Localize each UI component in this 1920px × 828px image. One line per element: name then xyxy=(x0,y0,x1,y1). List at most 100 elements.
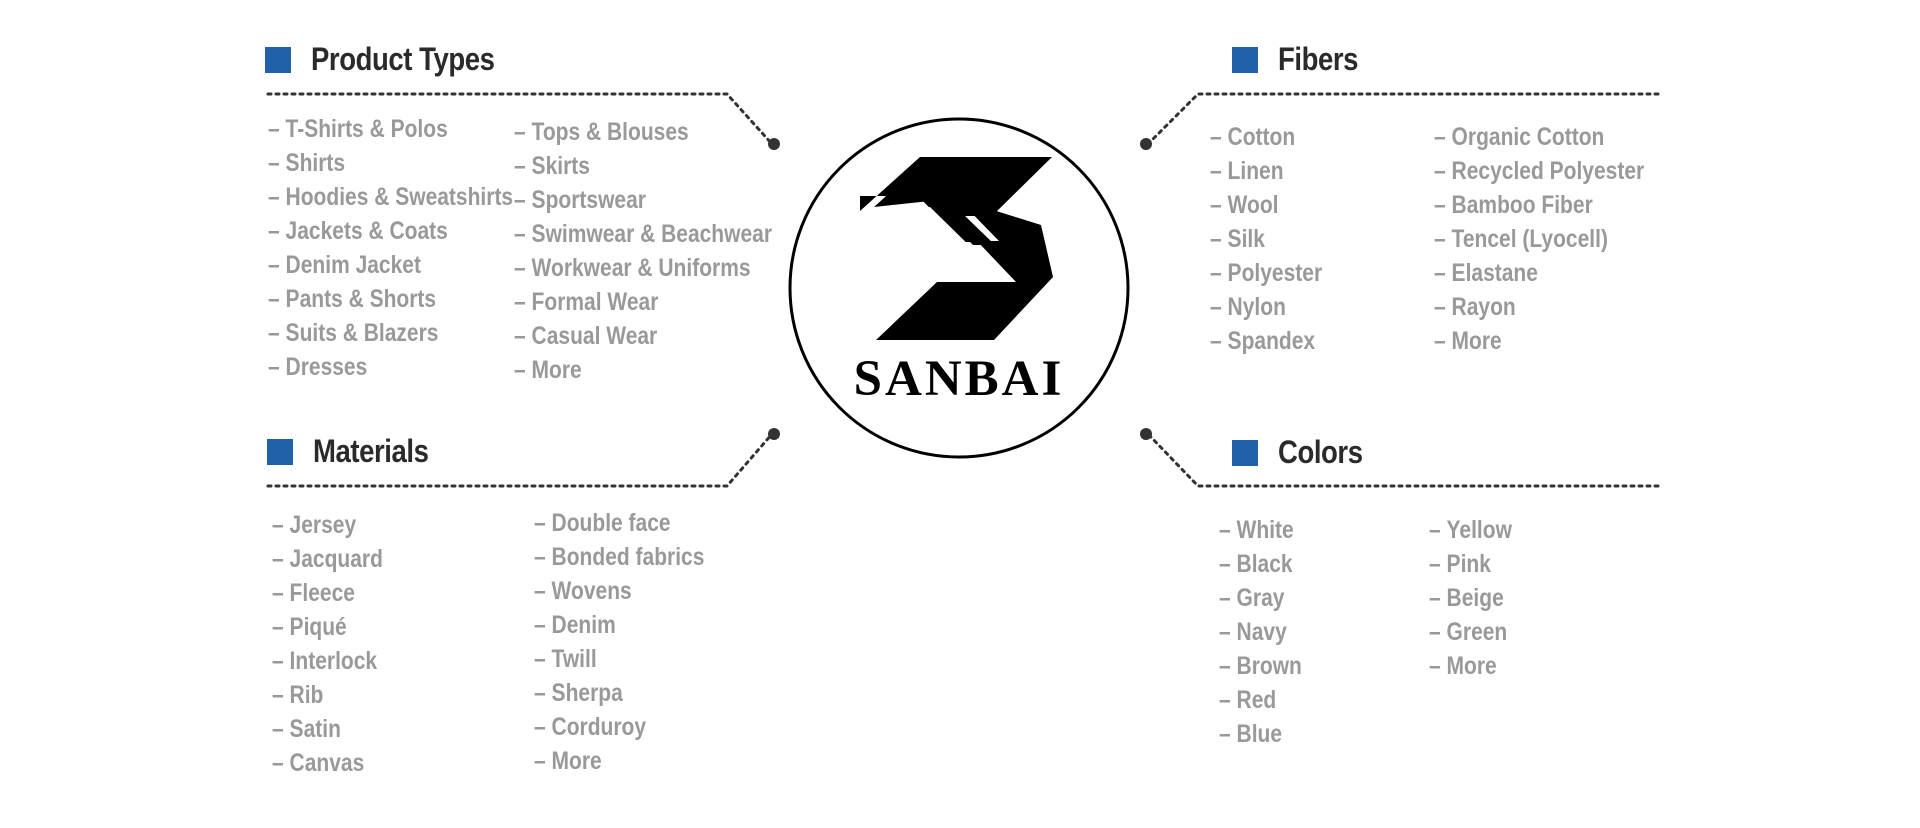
section-title: Product Types xyxy=(311,41,495,77)
list-item: –Brown xyxy=(1219,649,1302,683)
list-item: –Denim Jacket xyxy=(268,248,513,282)
list-item-label: Linen xyxy=(1227,157,1284,185)
dash-bullet: – xyxy=(1434,225,1446,253)
list-item-label: More xyxy=(551,747,602,775)
dash-bullet: – xyxy=(272,545,284,573)
list-item: –T-Shirts & Polos xyxy=(268,112,513,146)
list-item-label: Beige xyxy=(1446,584,1504,612)
dash-bullet: – xyxy=(1210,327,1222,355)
list-item: –Dresses xyxy=(268,350,513,384)
dash-bullet: – xyxy=(1429,516,1441,544)
list-item: –Sportswear xyxy=(514,183,772,217)
product-types-column-1: –T-Shirts & Polos–Shirts–Hoodies & Sweat… xyxy=(268,112,560,384)
list-item: –Double face xyxy=(534,506,704,540)
dash-bullet: – xyxy=(534,611,546,639)
list-item: –Pink xyxy=(1429,547,1512,581)
fibers-column-2: –Organic Cotton–Recycled Polyester–Bambo… xyxy=(1434,120,1684,358)
dash-bullet: – xyxy=(268,319,280,347)
list-item-label: Double face xyxy=(551,509,671,537)
list-item-label: Swimwear & Beachwear xyxy=(531,220,773,248)
section-header-product-types: Product Types xyxy=(265,41,524,78)
list-item: –More xyxy=(534,744,704,778)
list-item: –Piqué xyxy=(272,610,383,644)
list-item: –Silk xyxy=(1210,222,1322,256)
list-item: –Polyester xyxy=(1210,256,1322,290)
dash-bullet: – xyxy=(272,749,284,777)
list-item-label: Recycled Polyester xyxy=(1451,157,1645,185)
sanbai-logo xyxy=(788,117,1130,459)
connector-dot-materials xyxy=(768,428,780,440)
square-bullet-icon xyxy=(267,438,293,465)
dash-bullet: – xyxy=(1219,618,1231,646)
list-item-label: Elastane xyxy=(1451,259,1538,287)
dash-bullet: – xyxy=(1434,123,1446,151)
dash-bullet: – xyxy=(268,149,280,177)
list-item: –Twill xyxy=(534,642,704,676)
dash-bullet: – xyxy=(1210,123,1222,151)
list-item: –Spandex xyxy=(1210,324,1322,358)
list-item-label: White xyxy=(1236,516,1294,544)
dash-bullet: – xyxy=(1219,584,1231,612)
list-item-label: Black xyxy=(1236,550,1293,578)
list-item: –Skirts xyxy=(514,149,772,183)
dash-bullet: – xyxy=(1429,550,1441,578)
list-item: –Tencel (Lyocell) xyxy=(1434,222,1644,256)
list-item: –Workwear & Uniforms xyxy=(514,251,772,285)
list-item-label: Sherpa xyxy=(551,679,623,707)
list-item-label: Green xyxy=(1446,618,1508,646)
dash-bullet: – xyxy=(1210,259,1222,287)
list-item-label: T-Shirts & Polos xyxy=(285,115,448,143)
square-bullet-icon xyxy=(1232,46,1258,73)
list-item: –Rayon xyxy=(1434,290,1644,324)
list-item: –Gray xyxy=(1219,581,1302,615)
dash-bullet: – xyxy=(272,647,284,675)
list-item-label: Red xyxy=(1236,686,1277,714)
dash-bullet: – xyxy=(514,220,526,248)
list-item: –More xyxy=(1429,649,1512,683)
list-item-label: Twill xyxy=(551,645,597,673)
list-item-label: Hoodies & Sweatshirts xyxy=(285,183,514,211)
dash-bullet: – xyxy=(534,577,546,605)
list-item: –Blue xyxy=(1219,717,1302,751)
dash-bullet: – xyxy=(514,322,526,350)
dash-bullet: – xyxy=(1210,225,1222,253)
dash-bullet: – xyxy=(268,183,280,211)
list-item: –Beige xyxy=(1429,581,1512,615)
dash-bullet: – xyxy=(534,645,546,673)
list-item: –Suits & Blazers xyxy=(268,316,513,350)
dash-bullet: – xyxy=(272,579,284,607)
list-item: –Jersey xyxy=(272,508,383,542)
fibers-column-1: –Cotton–Linen–Wool–Silk–Polyester–Nylon–… xyxy=(1210,120,1343,358)
connector-dot-fibers xyxy=(1140,138,1152,150)
list-item-label: Piqué xyxy=(289,613,347,641)
dash-bullet: – xyxy=(514,186,526,214)
list-item-label: Nylon xyxy=(1227,293,1286,321)
list-item-label: Jackets & Coats xyxy=(285,217,448,245)
dash-bullet: – xyxy=(1429,652,1441,680)
list-item: –Jacquard xyxy=(272,542,383,576)
connector-product-types xyxy=(266,92,774,146)
list-item-label: Wool xyxy=(1227,191,1279,219)
dash-bullet: – xyxy=(1434,259,1446,287)
dash-bullet: – xyxy=(1429,584,1441,612)
dash-bullet: – xyxy=(1434,327,1446,355)
list-item-label: Interlock xyxy=(289,647,378,675)
list-item-label: Suits & Blazers xyxy=(285,319,439,347)
dash-bullet: – xyxy=(268,353,280,381)
list-item: –Wool xyxy=(1210,188,1322,222)
list-item-label: Workwear & Uniforms xyxy=(531,254,751,282)
section-title: Materials xyxy=(313,433,429,469)
list-item: –Green xyxy=(1429,615,1512,649)
connector-dot-colors xyxy=(1140,428,1152,440)
list-item-label: Organic Cotton xyxy=(1451,123,1605,151)
section-title: Colors xyxy=(1278,434,1363,470)
dash-bullet: – xyxy=(534,713,546,741)
dash-bullet: – xyxy=(1434,157,1446,185)
list-item-label: Rib xyxy=(289,681,324,709)
list-item-label: Skirts xyxy=(531,152,590,180)
brand-wordmark: SANBAI xyxy=(853,351,1065,407)
dash-bullet: – xyxy=(1219,720,1231,748)
square-bullet-icon xyxy=(265,46,291,73)
square-bullet-icon xyxy=(1232,439,1258,466)
